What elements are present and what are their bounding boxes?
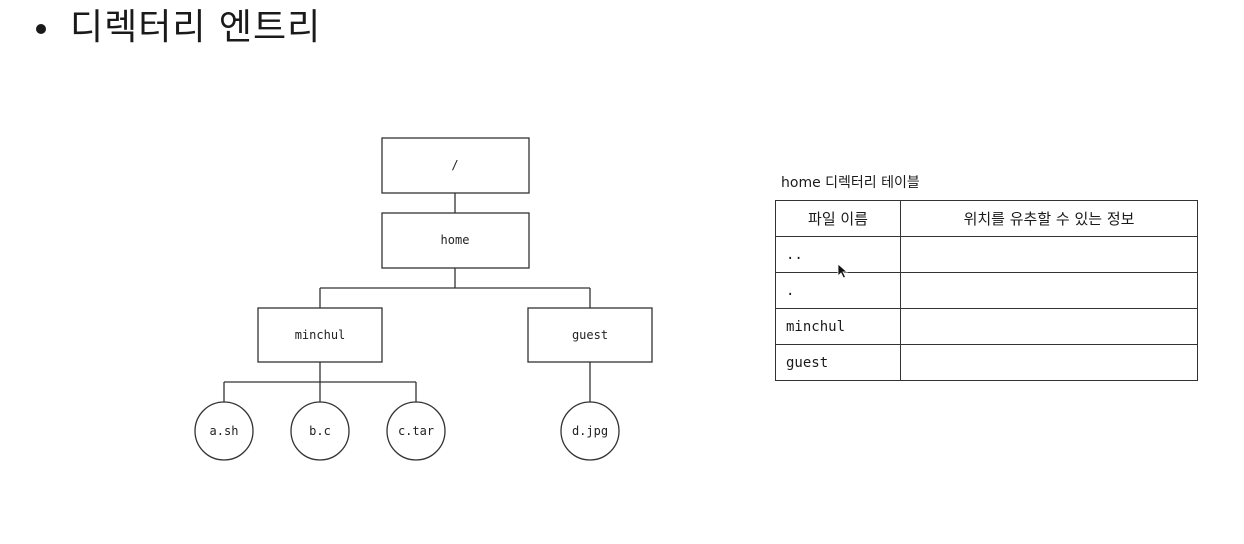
file-label-c-tar: c.tar	[398, 424, 434, 438]
row-location-info	[900, 272, 1198, 309]
file-node-a-sh	[194, 401, 254, 461]
header-file-name: 파일 이름	[775, 200, 901, 237]
row-file-name: .	[775, 272, 901, 309]
file-label-b-c: b.c	[309, 424, 331, 438]
row-location-info	[900, 236, 1198, 273]
table-header-row: 파일 이름 위치를 유추할 수 있는 정보	[775, 200, 1198, 237]
table-caption: home 디렉터리 테이블	[781, 175, 920, 191]
home-node	[381, 212, 530, 269]
row-file-name: minchul	[775, 308, 901, 345]
file-node-b-c	[290, 401, 350, 461]
directory-tree-diagram: / home minchul guest a.sh b.c c.tar d.jp…	[194, 137, 653, 461]
file-node-d-jpg	[560, 401, 620, 461]
file-label-d-jpg: d.jpg	[572, 424, 608, 438]
home-node-label: home	[441, 233, 470, 247]
home-directory-table: 파일 이름 위치를 유추할 수 있는 정보 .. . minchul guest	[775, 200, 1198, 381]
header-location-info: 위치를 유추할 수 있는 정보	[900, 200, 1198, 237]
table-row: .	[775, 272, 1198, 309]
bullet-icon	[36, 24, 46, 34]
mouse-pointer-icon	[837, 263, 849, 279]
table-row: guest	[775, 344, 1198, 381]
row-file-name: guest	[775, 344, 901, 381]
row-location-info	[900, 308, 1198, 345]
guest-node-label: guest	[572, 328, 608, 342]
minchul-node	[257, 307, 383, 363]
minchul-node-label: minchul	[295, 328, 346, 342]
row-location-info	[900, 344, 1198, 381]
table-row: minchul	[775, 308, 1198, 345]
file-label-a-sh: a.sh	[210, 424, 239, 438]
slide-title-text: 디렉터리 엔트리	[70, 7, 322, 48]
guest-node	[527, 307, 653, 363]
root-node	[381, 137, 530, 194]
root-node-label: /	[451, 158, 458, 172]
slide-title: 디렉터리 엔트리	[36, 6, 321, 50]
file-node-c-tar	[386, 401, 446, 461]
